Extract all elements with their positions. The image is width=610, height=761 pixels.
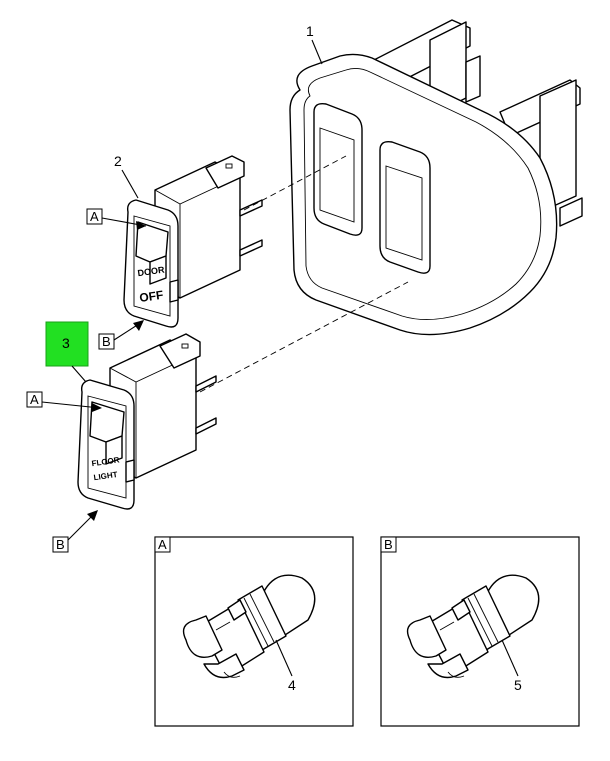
detail-view-a: A 4 — [154, 536, 354, 727]
arrow-a-upper — [136, 221, 146, 230]
arrow-b-upper — [133, 320, 144, 331]
callout-3-highlight — [45, 321, 89, 367]
upper-rocker-switch: DOOR OFF — [123, 155, 263, 328]
callout-5: 5 — [514, 677, 522, 693]
view-label-a-lower: A — [26, 391, 43, 408]
leader-3 — [71, 365, 87, 383]
detail-a-label: A — [158, 537, 167, 552]
view-label-a-upper: A — [86, 208, 103, 225]
leader-4 — [275, 639, 293, 677]
svg-text:A: A — [90, 209, 99, 224]
svg-text:B: B — [56, 537, 65, 552]
bulb-a — [182, 574, 316, 679]
switch-text-lower-2: LIGHT — [93, 470, 118, 482]
detail-view-b: B 5 — [380, 536, 580, 727]
switch-text-lower-1: FLOOR — [91, 455, 120, 468]
switch-text-upper-1: DOOR — [137, 265, 166, 279]
detail-b-label: B — [384, 537, 393, 552]
svg-text:B: B — [102, 334, 111, 349]
callout-2: 2 — [114, 153, 122, 169]
bulb-b — [406, 574, 540, 679]
leader-a-lower — [41, 401, 101, 409]
lower-rocker-switch: FLOOR LIGHT — [77, 333, 217, 510]
leader-1 — [311, 39, 323, 65]
view-label-b-lower: B — [52, 536, 69, 553]
assembly-line-lower — [199, 281, 409, 393]
arrow-a-lower — [92, 403, 102, 412]
view-label-b-upper: B — [98, 333, 115, 350]
leader-2 — [121, 169, 139, 199]
leader-5 — [501, 639, 519, 677]
callout-4: 4 — [288, 677, 296, 693]
arrow-b-lower — [87, 510, 98, 521]
callout-3: 3 — [62, 335, 70, 351]
callout-1: 1 — [306, 23, 314, 39]
bezel-housing — [289, 19, 583, 336]
switch-text-upper-2: OFF — [138, 288, 164, 305]
svg-text:A: A — [30, 392, 39, 407]
